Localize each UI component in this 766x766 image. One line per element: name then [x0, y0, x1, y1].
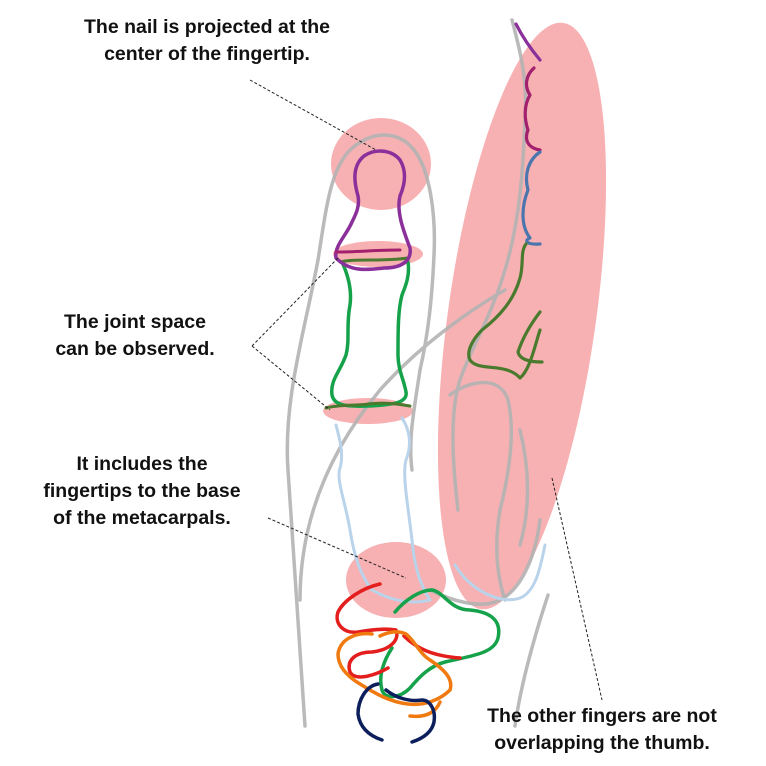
- highlight-regions: [323, 22, 607, 618]
- thumb-metacarpal-outline: [379, 588, 501, 699]
- thumb-left-contour: [285, 133, 437, 728]
- carpal-navy: [356, 682, 384, 742]
- other-fingers-annotation: The other fingers are not overlapping th…: [446, 703, 758, 757]
- carpal-orange: [336, 630, 453, 707]
- nail-annotation: The nail is projected at the center of t…: [30, 14, 384, 68]
- index-finger-inner: [448, 380, 513, 602]
- index-distal-bone: [523, 66, 542, 152]
- pointer-lines: [249, 79, 603, 701]
- carpal-red-2: [402, 634, 462, 660]
- proximal-phalanx: [334, 416, 547, 604]
- nail-pointer: [249, 79, 377, 151]
- proximal-phalanx-right: [400, 416, 432, 602]
- metacarpal-base-highlight: [346, 542, 446, 618]
- distal-phalanx-outline: [334, 149, 412, 272]
- fingertips-annotation: It includes the fingertips to the base o…: [4, 451, 280, 532]
- middle-phalanx-outline: [330, 260, 411, 408]
- carpal-orange-lower: [408, 700, 442, 719]
- other-fingers-pointer: [551, 477, 603, 701]
- proximal-phalanx-base: [370, 588, 432, 604]
- index-proximal-bone: [467, 242, 542, 380]
- middle-finger-contour: [518, 428, 530, 547]
- other-fingers-annotation-line-1: The other fingers are not: [487, 705, 717, 727]
- other-fingers-highlight: [437, 22, 607, 610]
- joint-pointer-upper: [251, 257, 339, 347]
- joint-annotation-line-1: The joint space: [64, 311, 206, 333]
- other-fingers-annotation-line-2: overlapping the thumb.: [494, 732, 710, 754]
- index-finger-contour: [451, 18, 528, 512]
- fingertips-annotation-line-3: of the metacarpals.: [53, 507, 231, 529]
- index-distal-tip: [514, 22, 542, 62]
- middle-phalanx: [330, 260, 501, 699]
- index-proximal-base: [516, 310, 544, 364]
- fingertips-annotation-line-2: fingertips to the base: [43, 480, 241, 502]
- fingertip-highlight: [331, 118, 431, 210]
- thumb-right-contour: [408, 368, 422, 472]
- joint-annotation-line-2: can be observed.: [55, 338, 215, 360]
- nail-annotation-line-2: center of the fingertip.: [104, 43, 310, 65]
- carpal-navy-2: [384, 688, 437, 744]
- pip-joint-dark: [324, 401, 412, 410]
- joint-annotation: The joint space can be observed.: [20, 309, 250, 363]
- distal-joint-line: [334, 248, 402, 254]
- index-metacarpal-line: [453, 543, 547, 602]
- middle-phalanx-joint-dark: [338, 256, 410, 264]
- index-middle-bone: [521, 150, 542, 246]
- nail-annotation-line-1: The nail is projected at the: [84, 16, 330, 38]
- joint-pointer-lower: [251, 345, 331, 411]
- distal-phalanx: [334, 149, 412, 272]
- lower-right-contour: [513, 593, 550, 728]
- other-fingers-bones: [467, 22, 544, 380]
- carpal-bones: [335, 582, 462, 744]
- fingertips-annotation-line-1: It includes the: [76, 453, 208, 475]
- tips-pointer: [267, 517, 407, 579]
- carpal-red-1: [335, 582, 399, 679]
- proximal-phalanx-left: [334, 423, 374, 592]
